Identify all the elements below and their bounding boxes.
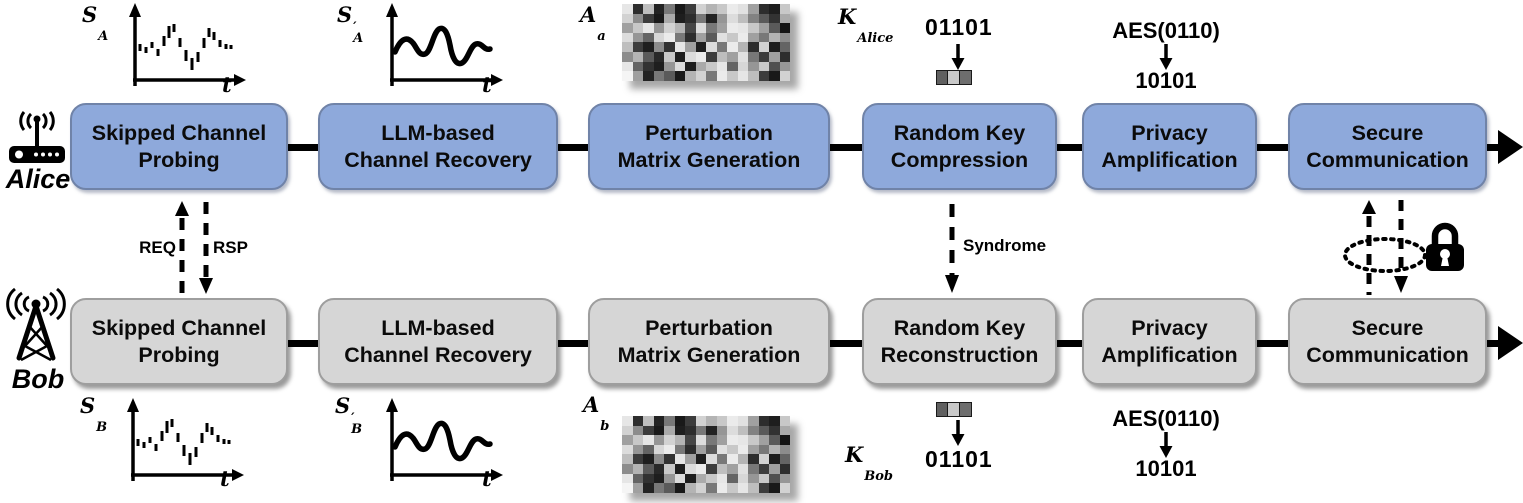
alice-step-privacy-amplification: Privacy Amplification <box>1082 103 1257 190</box>
box-label: Secure <box>1351 121 1424 146</box>
down-arrow-icon <box>1159 432 1173 458</box>
box-label: Communication <box>1306 147 1469 172</box>
aes-expression-bob: AES(0110) <box>1112 406 1220 431</box>
actor-label-bob: Bob <box>11 364 65 394</box>
box-label: Amplification <box>1101 147 1238 172</box>
box-label: Privacy <box>1131 316 1208 341</box>
perturbation-matrix-alice <box>622 4 790 81</box>
axis-label-t: t <box>220 466 230 491</box>
bob-step-random-key-reconstruction: Random Key Reconstruction <box>862 298 1057 385</box>
bob-step-privacy-amplification: Privacy Amplification <box>1082 298 1257 385</box>
req-label: REQ <box>139 238 176 257</box>
compressed-key-register-alice <box>936 70 972 85</box>
connector <box>558 339 588 347</box>
down-arrow-icon <box>951 420 965 446</box>
connector <box>288 339 318 347</box>
signal-label-sa-recovered: S′A <box>337 2 364 46</box>
rsp-label: RSP <box>213 238 248 257</box>
alice-output-arrow <box>1498 130 1523 164</box>
box-label: Compression <box>890 147 1029 172</box>
lock-icon <box>1426 222 1464 271</box>
down-arrow-icon <box>1159 44 1173 70</box>
aes-expression-alice: AES(0110) <box>1112 18 1220 43</box>
box-label: LLM-based <box>381 316 495 341</box>
box-label: Reconstruction <box>880 342 1039 367</box>
raw-signal-plot-bob <box>127 398 244 481</box>
signal-label-sb-recovered: S′B <box>335 393 363 437</box>
bob-step-secure-communication: Secure Communication <box>1288 298 1487 385</box>
aes-result-alice: 10101 <box>1135 68 1197 93</box>
raw-signal-plot-alice <box>129 3 246 86</box>
syndrome-arrow <box>945 204 959 293</box>
box-label: Communication <box>1306 342 1469 367</box>
box-label: Matrix Generation <box>617 147 801 172</box>
connector <box>288 143 318 151</box>
box-label: Secure <box>1351 316 1424 341</box>
key-bits-alice: 01101 <box>925 14 993 40</box>
wifi-router-icon <box>9 111 65 163</box>
syndrome-label: Syndrome <box>963 236 1047 255</box>
connector <box>1257 339 1288 347</box>
perturbation-matrix-bob <box>622 416 790 493</box>
box-label: Channel Recovery <box>344 342 532 367</box>
alice-step-llm-channel-recovery: LLM-based Channel Recovery <box>318 103 558 190</box>
secure-channel-arrows <box>1343 200 1427 295</box>
axis-label-t: t <box>482 466 492 491</box>
connector <box>830 143 862 151</box>
box-label: Amplification <box>1101 342 1238 367</box>
bob-step-llm-channel-recovery: LLM-based Channel Recovery <box>318 298 558 385</box>
box-label: Perturbation <box>645 121 773 146</box>
box-label: Skipped Channel <box>91 316 267 341</box>
key-bits-bob: 01101 <box>925 446 993 472</box>
box-label: Skipped Channel <box>91 121 267 146</box>
connector <box>558 143 588 151</box>
recovered-signal-plot-alice <box>386 3 503 86</box>
connector <box>1057 143 1082 151</box>
box-label: Privacy <box>1131 121 1208 146</box>
probe-exchange-arrows <box>175 201 213 294</box>
compressed-key-register-bob <box>936 402 972 417</box>
alice-step-skipped-channel-probing: Skipped Channel Probing <box>70 103 288 190</box>
bob-step-perturbation-matrix: Perturbation Matrix Generation <box>588 298 830 385</box>
box-label: Channel Recovery <box>344 147 532 172</box>
box-label: Random Key <box>893 121 1026 146</box>
bob-step-skipped-channel-probing: Skipped Channel Probing <box>70 298 288 385</box>
box-label: Probing <box>138 342 220 367</box>
box-label: Random Key <box>893 316 1026 341</box>
connector <box>830 339 862 347</box>
aes-result-bob: 10101 <box>1135 456 1197 481</box>
connector <box>1487 339 1500 347</box>
alice-step-perturbation-matrix: Perturbation Matrix Generation <box>588 103 830 190</box>
box-label: LLM-based <box>381 121 495 146</box>
axis-label-t: t <box>222 72 232 97</box>
box-label: Perturbation <box>645 316 773 341</box>
axis-label-t: t <box>482 72 492 97</box>
bob-output-arrow <box>1498 326 1523 360</box>
connector <box>1057 339 1082 347</box>
actor-label-alice: Alice <box>5 164 71 194</box>
recovered-signal-plot-bob <box>386 398 503 481</box>
connector <box>1487 143 1500 151</box>
down-arrow-icon <box>951 44 965 70</box>
alice-step-secure-communication: Secure Communication <box>1288 103 1487 190</box>
box-label: Matrix Generation <box>617 342 801 367</box>
alice-step-random-key-compression: Random Key Compression <box>862 103 1057 190</box>
box-label: Probing <box>138 147 220 172</box>
connector <box>1257 143 1288 151</box>
radio-tower-icon <box>6 287 66 362</box>
